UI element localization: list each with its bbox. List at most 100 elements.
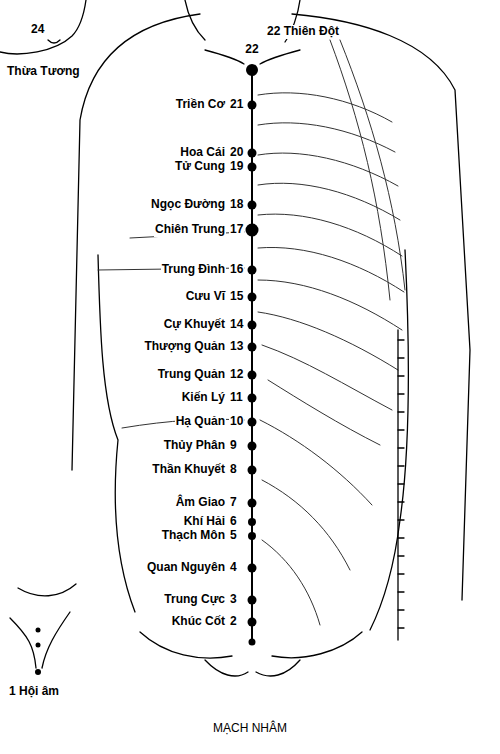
- vessel-line: [260, 420, 372, 505]
- pubis-outline: [205, 660, 248, 676]
- point-name: Thừa Tương: [6, 65, 81, 78]
- point-name: Thần Khuyết: [151, 463, 226, 476]
- point-number: 7: [229, 496, 238, 509]
- point-number: 14: [229, 318, 244, 331]
- torso-outline: [370, 250, 408, 630]
- acupoint-dot: [248, 321, 257, 330]
- nerve-line: [330, 40, 390, 300]
- point-name: Quan Nguyên: [146, 561, 226, 574]
- pubis-outline: [256, 660, 300, 676]
- clavicle: [205, 50, 244, 64]
- point-name: Ngọc Đường: [150, 198, 226, 211]
- chin-outline: [0, 0, 86, 54]
- pelvis-outline: [272, 632, 362, 658]
- rib: [262, 345, 392, 410]
- point-number: 5: [229, 529, 238, 542]
- point-number: 12: [229, 368, 244, 381]
- point-name: 1 Hội âm: [8, 685, 60, 698]
- point-number: 21: [229, 98, 244, 111]
- point-name: Hoa Cái: [179, 146, 226, 159]
- acupoint-dot: [248, 343, 257, 352]
- acupoint-dot: [248, 532, 256, 540]
- rib: [258, 93, 392, 122]
- point-name: Trung Quản: [157, 368, 226, 381]
- point-name: Cự Khuyết: [163, 318, 226, 331]
- point-name: Trung Đình: [161, 263, 226, 276]
- point-number: 2: [229, 615, 238, 628]
- acupoint-dot: [248, 394, 257, 403]
- inset-outline: [42, 612, 70, 668]
- acupoint-dot: [248, 564, 257, 573]
- torso-outline: [98, 255, 135, 612]
- acupoint-dot: [246, 224, 259, 237]
- point-number: 17: [229, 223, 244, 236]
- point-number: 8: [229, 463, 238, 476]
- point-name: Hạ Quản: [175, 415, 226, 428]
- arm-outline: [292, 14, 470, 600]
- rib: [258, 153, 398, 186]
- acupoint-dot: [248, 518, 256, 526]
- point-number: 20: [229, 146, 244, 159]
- acupoint-dot: [248, 596, 257, 605]
- acupoint-dot: [249, 639, 256, 646]
- acupoint-dot: [248, 201, 257, 210]
- inset-dot: [36, 628, 41, 633]
- acupoint-dot: [248, 163, 257, 172]
- inset-outline: [10, 618, 36, 668]
- point-name: Tử Cung: [174, 160, 226, 173]
- point-name: Cưu Vĩ: [185, 290, 226, 303]
- rib: [258, 247, 404, 292]
- rib: [268, 380, 380, 445]
- point-name: Khúc Cốt: [171, 615, 226, 628]
- rib: [258, 214, 402, 256]
- figure-caption: MẠCH NHÂM: [211, 721, 289, 735]
- acupoint-dot: [248, 499, 257, 508]
- point-number: 16: [229, 263, 244, 276]
- acupoint-dot: [248, 466, 257, 475]
- inset-outline: [18, 584, 76, 596]
- inset-dot: [36, 643, 41, 648]
- point-name: Khí Hải: [183, 515, 226, 528]
- point-name: Thạch Môn: [161, 529, 226, 542]
- point-number: 9: [229, 439, 238, 452]
- point-name: Thủy Phân: [163, 439, 226, 452]
- point-number: 13: [229, 340, 244, 353]
- acupoints: [35, 64, 259, 675]
- point-number: 11: [229, 391, 244, 404]
- acupoint-dot: [248, 418, 257, 427]
- ruler-ticks: [398, 340, 404, 628]
- neck-outline: [185, 0, 205, 40]
- point-number: 4: [229, 561, 238, 574]
- acupoint-dot: [248, 371, 257, 380]
- point-number: 15: [229, 290, 244, 303]
- pelvis-outline: [140, 632, 232, 658]
- point-name: Trung Cực: [163, 593, 226, 606]
- point-name: Triền Cơ: [175, 98, 226, 111]
- point-name: Âm Giao: [175, 496, 226, 509]
- point-name: Kiến Lý: [181, 391, 226, 404]
- acupoint-dot: [248, 266, 257, 275]
- acupoint-dot: [248, 293, 257, 302]
- point-number: 18: [229, 198, 244, 211]
- rib: [258, 280, 402, 330]
- point-name: Chiên Trung: [154, 223, 226, 236]
- point-name: 22 Thiên Đột: [266, 25, 340, 38]
- clavicle: [260, 50, 300, 64]
- point-number: 19: [229, 160, 244, 173]
- point-number: 10: [229, 415, 244, 428]
- point-number: 6: [229, 515, 238, 528]
- point-number: 22: [244, 43, 259, 56]
- acupoint-dot: [248, 149, 257, 158]
- acupoint-dot: [248, 618, 257, 627]
- acupoint-dot: [248, 442, 257, 451]
- rib: [258, 312, 398, 370]
- acupoint-dot: [246, 64, 258, 76]
- point-number: 24: [30, 23, 45, 36]
- acupoint-dot: [248, 101, 257, 110]
- lip-mark: [48, 40, 60, 43]
- rib: [258, 123, 395, 152]
- vessel-line: [262, 480, 350, 570]
- acupoint-dot: [35, 669, 41, 675]
- nerve-line: [340, 40, 405, 290]
